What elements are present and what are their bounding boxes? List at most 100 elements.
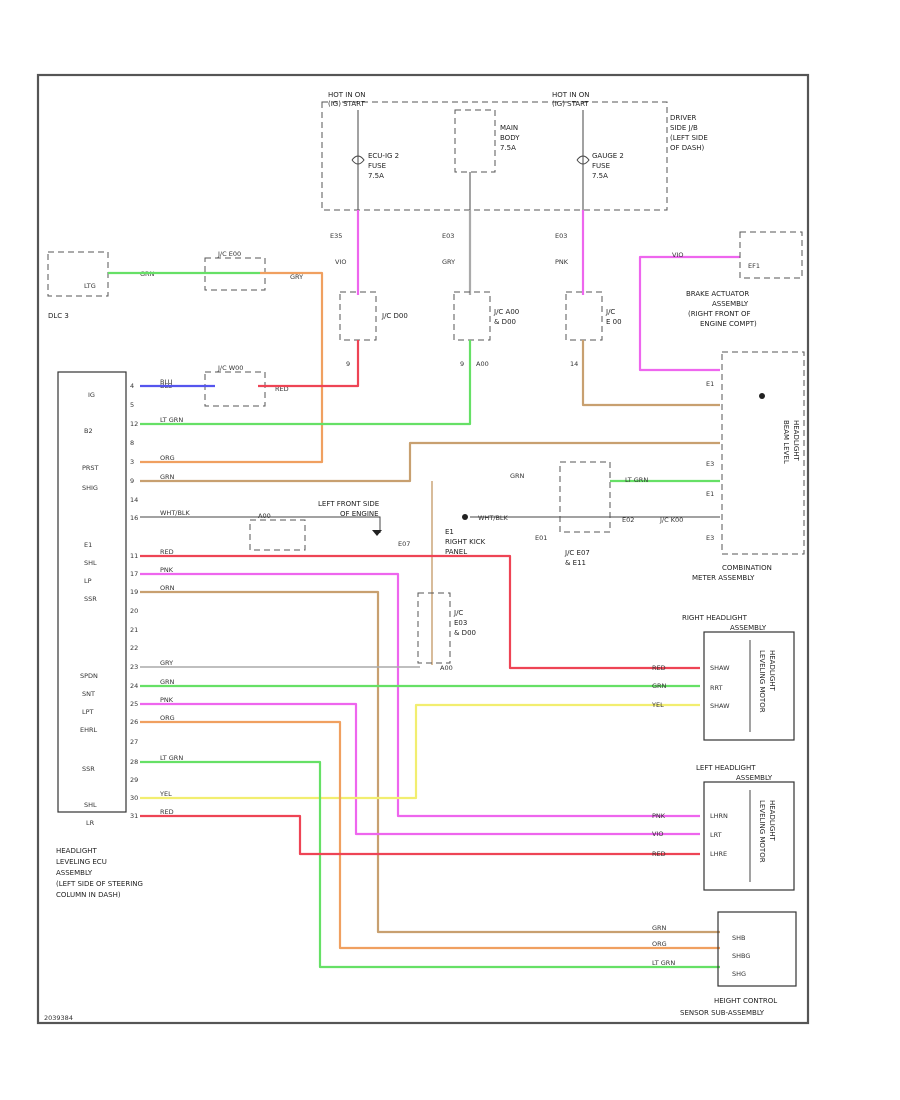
ecu-row-shl: SHL xyxy=(84,559,97,567)
meter-pin-1: E1 xyxy=(706,380,714,388)
wire-label: LT GRN xyxy=(160,754,183,762)
ecu-row-shl-2: SHL xyxy=(84,801,97,809)
meter-pin-3: E1 xyxy=(706,490,714,498)
brake-pin: EF1 xyxy=(748,262,760,270)
wire-tan-meter xyxy=(581,340,720,407)
ecu-row-shig: SHIG xyxy=(82,484,98,492)
right-hl-pin-3: SHAW xyxy=(710,702,730,710)
main-body-relay-outline xyxy=(454,109,496,173)
fuse1-wire-color: VIO xyxy=(335,258,346,266)
wire-whtblk-ground xyxy=(140,516,381,533)
ecu-row-spdn: SPDN xyxy=(80,672,98,680)
right-hl-wire-1: RED xyxy=(652,664,666,672)
jc-e03-label-1: J/C xyxy=(453,609,463,617)
wire-label: BLU xyxy=(160,378,173,386)
meter-indicator-lamp xyxy=(759,393,765,399)
dlc3-pin: LTG xyxy=(84,282,96,290)
height-sensor-box xyxy=(717,911,797,987)
fuse2-rating: 7.5A xyxy=(500,144,516,152)
wire-red-shl xyxy=(140,554,700,670)
pin-num: 25 xyxy=(130,700,138,708)
wire-red-lr xyxy=(140,814,700,856)
jc-e00-pin: 14 xyxy=(570,360,578,368)
wire-label: PNK xyxy=(160,696,174,704)
pin-num: 24 xyxy=(130,682,138,690)
brake-label-3: (RIGHT FRONT OF xyxy=(688,310,751,318)
fuse3-rating: 7.5A xyxy=(592,172,608,180)
left-hl-pin-3: LHRE xyxy=(710,850,727,858)
left-hl-wire-3: RED xyxy=(652,850,666,858)
fuse2-kind: BODY xyxy=(500,134,520,142)
fuse3-kind: FUSE xyxy=(592,162,610,170)
ground-left-front-2: OF ENGINE xyxy=(340,510,379,518)
jc-e00b-label: J/C E00 xyxy=(217,250,241,258)
height-wire-2: ORG xyxy=(652,940,667,948)
ltgrn-label-meter: LT GRN xyxy=(625,476,648,484)
leveling-ecu-body xyxy=(57,371,127,813)
wire-label: YEL xyxy=(159,790,172,798)
jc-e00-outline xyxy=(565,291,603,341)
left-hl-wire-1: PNK xyxy=(652,812,666,820)
jc-a00-pin-2: A00 xyxy=(476,360,489,368)
meter-label-2: METER ASSEMBLY xyxy=(692,574,755,582)
fuse3-pin: E03 xyxy=(555,232,567,240)
jc-e03-label-2: E03 xyxy=(454,619,467,627)
ecu-row-ssr: SSR xyxy=(84,595,97,603)
jc-a00-ground-label: A00 xyxy=(258,512,271,520)
fuse2-wire-color: GRY xyxy=(442,258,455,266)
right-hl-label-1: RIGHT HEADLIGHT xyxy=(682,614,748,622)
jc-w00-label: J/C W00 xyxy=(217,364,243,372)
wire-label: RED xyxy=(160,808,174,816)
e02-label: E02 xyxy=(622,516,634,524)
meter-label-1: COMBINATION xyxy=(722,564,772,572)
left-hl-pin-2: LRT xyxy=(710,831,722,839)
jc-k00-label: J/C K00 xyxy=(659,516,683,524)
jc-e07-pin: E01 xyxy=(535,534,547,542)
wire-label: WHT/BLK xyxy=(160,509,191,517)
wire-ltgrn-ssr xyxy=(140,760,720,969)
fuse1-kind: FUSE xyxy=(368,162,386,170)
dlc3-outline xyxy=(47,251,109,297)
fuse1-icon xyxy=(351,155,365,165)
dlc3-label: DLC 3 xyxy=(48,312,69,320)
left-hl-label-2: ASSEMBLY xyxy=(736,774,773,782)
left-hl-pin-1: LHRN xyxy=(710,812,728,820)
ecu-row-snt: SNT xyxy=(82,690,95,698)
wire-label: RED xyxy=(160,548,174,556)
height-wire-3: LT GRN xyxy=(652,959,675,967)
left-headlight-box xyxy=(703,781,795,891)
ground-dot-right-kick xyxy=(462,514,468,520)
left-hl-label-1: LEFT HEADLIGHT xyxy=(696,764,756,772)
jc-a00-pin: 9 xyxy=(460,360,464,368)
combination-meter-outline xyxy=(721,351,805,555)
fuse1-name: ECU-IG 2 xyxy=(368,152,399,160)
brake-label-1: BRAKE ACTUATOR xyxy=(686,290,749,298)
jb-note-2: SIDE J/B xyxy=(670,124,698,132)
height-pin-3: SHG xyxy=(732,970,746,978)
wire-label: GRN xyxy=(160,473,175,481)
ecu-label-4: (LEFT SIDE OF STEERING xyxy=(56,880,143,888)
wire-pnk-lpt xyxy=(140,702,700,836)
fuse1-pin: E35 xyxy=(330,232,342,240)
right-hl-motor-2: LEVELING MOTOR xyxy=(758,650,766,713)
brake-wire-color: VIO xyxy=(672,251,683,259)
wire-tan-shig xyxy=(140,441,720,483)
wire-label: ORG xyxy=(160,714,175,722)
fuse2-name: MAIN xyxy=(500,124,518,132)
brake-label-4: ENGINE COMPT) xyxy=(700,320,757,328)
hot-label-left: HOT IN ON xyxy=(328,91,366,99)
jc-a00-label-2: & D00 xyxy=(494,318,516,326)
diagram-code: 2039384 xyxy=(44,1014,73,1022)
meter-pin-4: E3 xyxy=(706,534,714,542)
jc-d00-pin: 9 xyxy=(346,360,350,368)
ecu-row-lpt: LPT xyxy=(82,708,94,716)
right-hl-pin-2: RRT xyxy=(710,684,723,692)
wire-tan-ssr xyxy=(140,590,720,934)
right-hl-pin-1: SHAW xyxy=(710,664,730,672)
pin-num: 5 xyxy=(130,401,134,409)
hot-label-right: HOT IN ON xyxy=(552,91,590,99)
wire-org-ehrl xyxy=(140,720,720,950)
height-wire-1: GRN xyxy=(652,924,667,932)
